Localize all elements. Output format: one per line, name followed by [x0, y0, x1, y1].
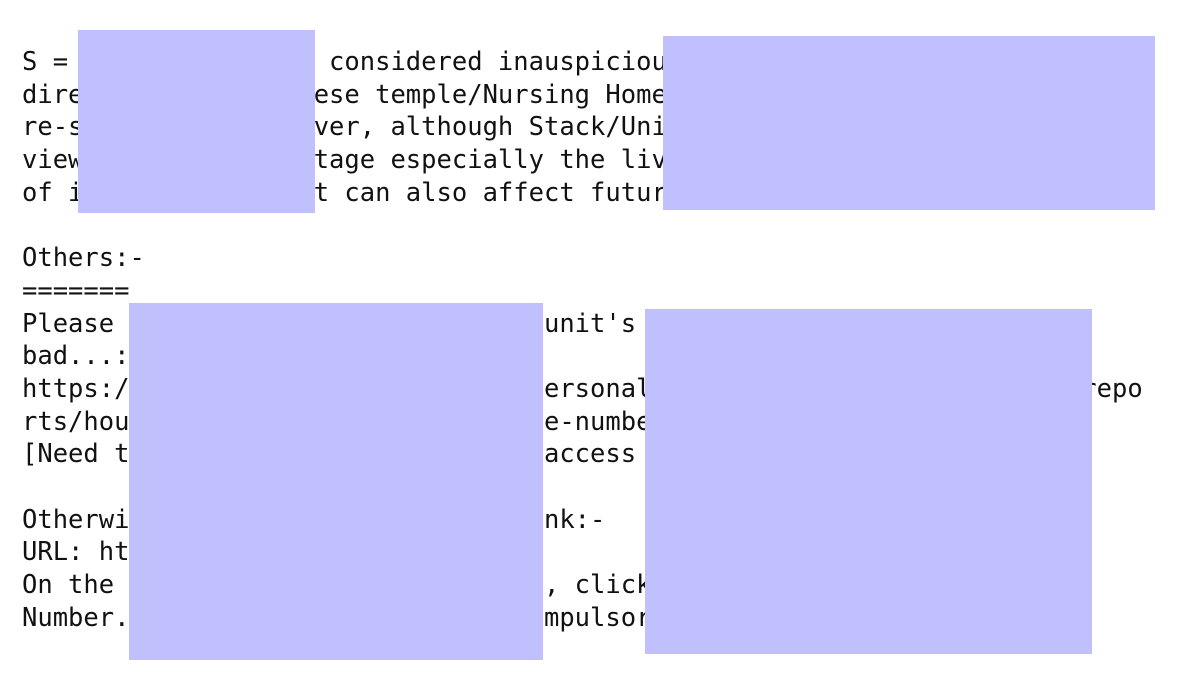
text-line: dire ese temple/Nursing Home — [22, 79, 667, 110]
redaction-box — [645, 309, 1092, 654]
url-line: rts/hou e-numbe — [22, 406, 652, 437]
text-line: Number. ompulsor — [22, 602, 652, 633]
text-line: re-s ver, although Stack/Uni — [22, 112, 667, 143]
text-line: On the , click — [22, 570, 652, 600]
redaction-box — [663, 36, 1155, 210]
blank-line — [22, 209, 1143, 242]
url-line: URL: ht — [22, 537, 130, 568]
document-text: S = considered inauspiciou dire ese temp… — [22, 46, 1143, 634]
text-line: of i t can also affect futur — [22, 177, 667, 208]
heading-underline: ======= — [22, 275, 130, 306]
text-line: bad...: — [22, 341, 130, 372]
redaction-box — [78, 30, 315, 213]
redaction-box — [129, 303, 543, 660]
section-heading: Others:- — [22, 243, 145, 274]
text-line: Please unit's — [22, 308, 637, 339]
text-line: [Need t access — [22, 439, 637, 470]
text-line: S = considered inauspiciou — [22, 47, 667, 77]
text-line: Otherwi nk:- — [22, 504, 606, 535]
text-line: view tage especially the liv — [22, 145, 667, 176]
